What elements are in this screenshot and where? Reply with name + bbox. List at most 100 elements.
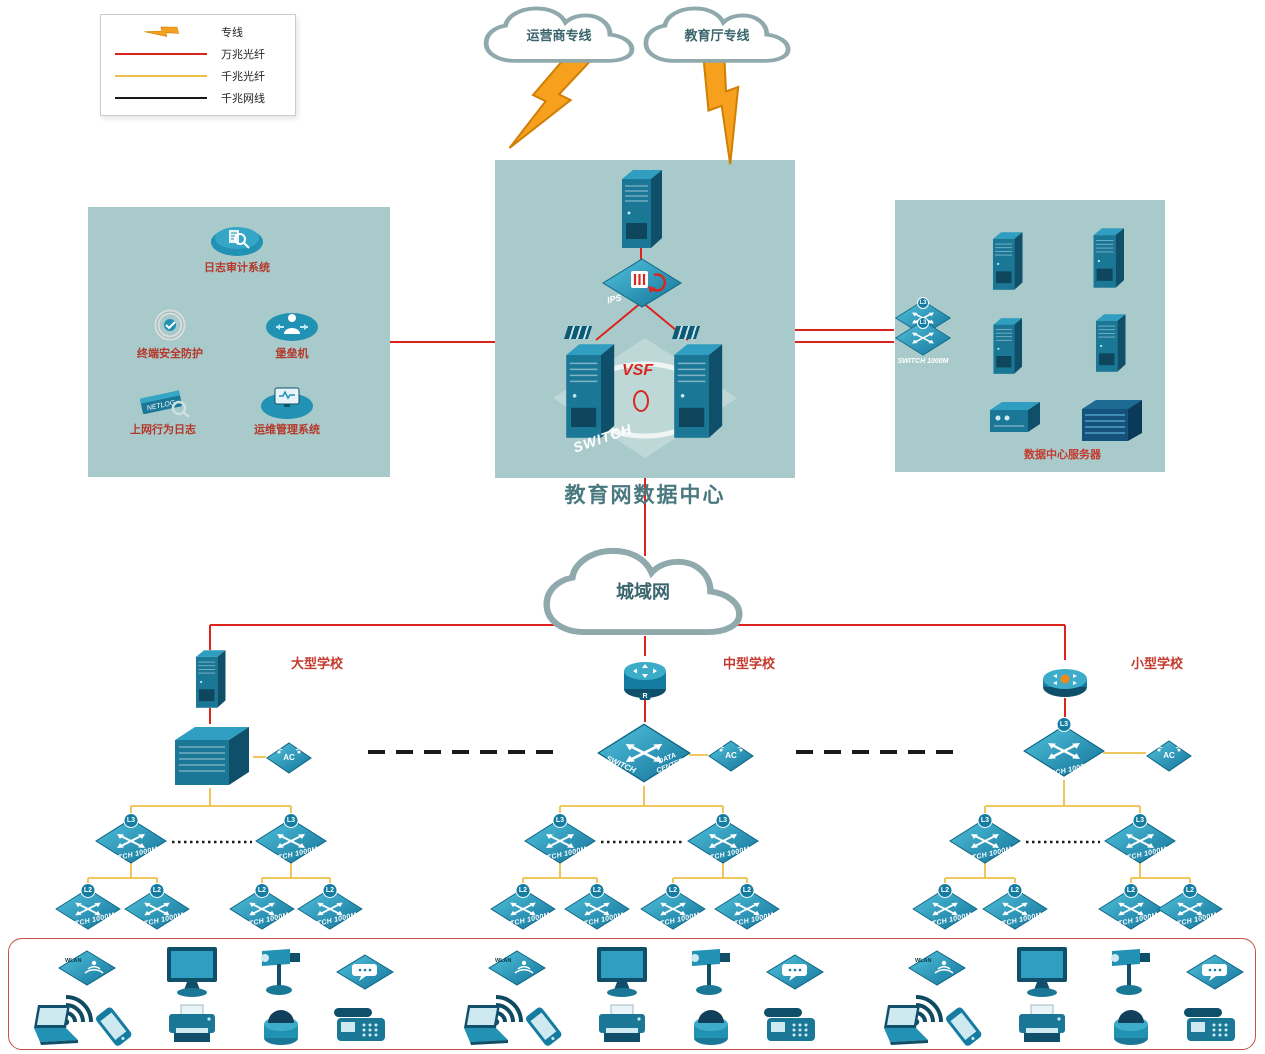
l2-badge: L2	[149, 883, 165, 898]
l2-badge: L2	[1007, 883, 1023, 898]
l3-badge: L3	[1132, 813, 1148, 828]
school-label-small: 小型学校	[1131, 656, 1184, 671]
wlan-label: WLAN	[65, 958, 82, 964]
legend-label: 万兆光纤	[221, 49, 265, 61]
l2-badge: L2	[937, 883, 953, 898]
endpoint-group-small-school: WLAN	[876, 946, 1248, 1050]
server-tower	[1088, 312, 1132, 374]
yellow-line-icon	[115, 75, 207, 77]
smartphone-icon	[940, 1006, 988, 1048]
ops-management-label: 运维管理系统	[254, 424, 320, 436]
chat-icon	[336, 954, 394, 990]
rack-switch	[1076, 396, 1148, 442]
endpoint-group-medium-school: WLAN	[456, 946, 828, 1050]
stack-switch-l3: L3	[894, 297, 952, 336]
legend-row-dedicated-line: 专线	[109, 22, 287, 42]
core-switch-datacenter: SWITCH DATA CENTER	[597, 720, 691, 786]
endpoint-group-large-school: WLAN	[26, 946, 398, 1050]
ac-label: AC	[1163, 751, 1175, 760]
legend-row-1g-cable: 千兆网线	[109, 88, 287, 108]
log-audit-system: 日志审计系统	[182, 220, 292, 275]
cloud-carrier-label: 运营商专线	[526, 27, 592, 43]
monitor-icon	[594, 946, 650, 998]
netlog-label: 上网行为日志	[130, 424, 196, 436]
server-panel-label: 数据中心服务器	[1024, 449, 1101, 461]
school-label-large: 大型学校	[291, 656, 344, 671]
core-firewall	[616, 166, 666, 252]
monitor-icon	[164, 946, 220, 998]
server-tower	[1086, 226, 1130, 290]
terminal-security-icon	[115, 306, 225, 344]
printer-icon	[166, 1004, 218, 1046]
school-router	[1040, 658, 1090, 700]
endpoint-zone-border	[8, 938, 1256, 1050]
terminal-security-label: 终端安全防护	[137, 348, 203, 360]
wireless-ap-icon: WLAN	[58, 950, 116, 986]
dome-camera-icon	[260, 1000, 302, 1046]
red-line-icon	[115, 53, 207, 55]
school-label-medium: 中型学校	[723, 656, 776, 671]
black-line-icon	[115, 97, 207, 99]
wireless-ap-icon: WLAN	[908, 950, 966, 986]
chat-icon	[1186, 954, 1244, 990]
l3-badge: L3	[552, 813, 568, 828]
ptz-camera-icon	[1106, 948, 1154, 998]
school-router: R	[621, 654, 669, 700]
printer-icon	[1016, 1004, 1068, 1046]
dome-camera-icon	[690, 1000, 732, 1046]
legend: 专线 万兆光纤 千兆光纤 千兆网线	[100, 14, 296, 116]
cloud-education-label: 教育厅专线	[684, 27, 750, 43]
ac-label: AC	[283, 753, 295, 762]
chat-icon	[766, 954, 824, 990]
bastion-host-label: 堡垒机	[275, 348, 309, 360]
desk-phone-icon	[332, 1004, 390, 1046]
l3-badge: L3	[715, 813, 731, 828]
lightning-bolt-icon	[143, 22, 179, 43]
wlan-label: WLAN	[915, 958, 932, 964]
l3-badge: L3	[917, 297, 929, 309]
ac-label: AC	[725, 751, 737, 760]
wireless-ap-icon: WLAN	[488, 950, 546, 986]
l3-badge: L3	[283, 813, 299, 828]
l3-badge: L3	[917, 317, 929, 329]
l2-badge: L2	[515, 883, 531, 898]
terminal-security: 终端安全防护	[115, 306, 225, 361]
monitor-icon	[1014, 946, 1070, 998]
server-tower	[986, 230, 1028, 292]
l3-badge: L3	[977, 813, 993, 828]
vsf-core-switch-2	[667, 336, 727, 446]
server-flag	[563, 326, 593, 339]
cloud-carrier-line: 运营商专线	[478, 2, 640, 66]
l2-badge: L2	[665, 883, 681, 898]
stack-switch-l3: L3	[894, 317, 952, 356]
router-badge: R	[639, 693, 651, 700]
bastion-host: 堡垒机	[237, 306, 347, 361]
l2-badge: L2	[322, 883, 338, 898]
desk-phone-icon	[1182, 1004, 1240, 1046]
legend-row-10g-fiber: 万兆光纤	[109, 44, 287, 64]
laptop-icon	[456, 1004, 514, 1046]
ptz-camera-icon	[256, 948, 304, 998]
cloud-man: 城域网	[536, 541, 750, 640]
stack-switch-label: SWITCH 1000M	[897, 358, 949, 365]
legend-label: 千兆光纤	[221, 71, 265, 83]
printer-icon	[596, 1004, 648, 1046]
l2-badge: L2	[589, 883, 605, 898]
laptop-icon	[876, 1004, 934, 1046]
